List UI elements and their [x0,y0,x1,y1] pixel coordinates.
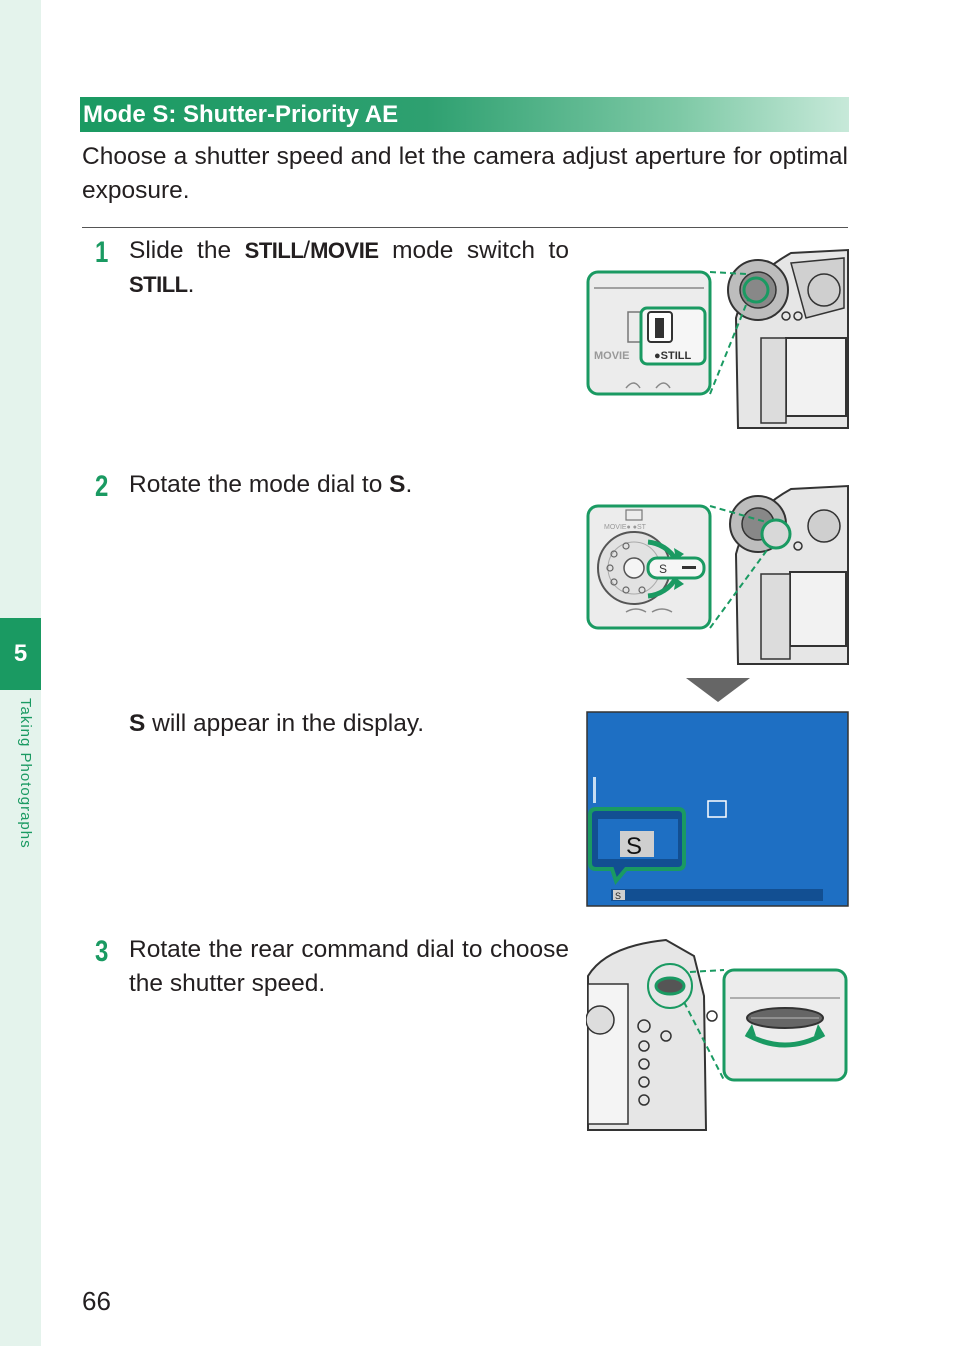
step-1-text: Slide the STILL/MOVIE mode switch to STI… [129,237,569,298]
step-3-text: Rotate the rear command dial to choose t… [129,936,569,997]
display-mode-indicator: S [626,833,642,860]
step-2-number: 2 [95,470,109,503]
step-2-text: Rotate the mode dial to S. [129,471,413,498]
section-heading: Mode S: Shutter-Priority AE [80,97,849,132]
chapter-tab[interactable]: 5 [0,618,41,690]
switch-movie-label: MOVIE [594,350,629,362]
display-mode-small: S [615,891,621,901]
arrow-down-icon [686,678,750,702]
rear-command-dial-illustration [586,938,848,1131]
dial-switch-label: MOVIE● ●ST [604,524,647,531]
chapter-label: Taking Photographs [17,698,34,849]
mode-dial-illustration: MOVIE● ●ST S [586,484,849,665]
lcd-display-illustration: S S [586,711,849,907]
display-note: S will appear in the display. [129,710,425,737]
mode-switch-illustration: MOVIE ●STILL [586,248,849,429]
chapter-number: 5 [13,640,28,667]
dial-s-label: S [659,562,667,576]
page-number: 66 [82,1286,111,1316]
divider [82,227,848,228]
switch-still-label: ●STILL [654,350,691,362]
step-3-number: 3 [95,935,109,968]
step-1-number: 1 [95,236,109,269]
intro-text: Choose a shutter speed and let the camer… [82,143,848,204]
